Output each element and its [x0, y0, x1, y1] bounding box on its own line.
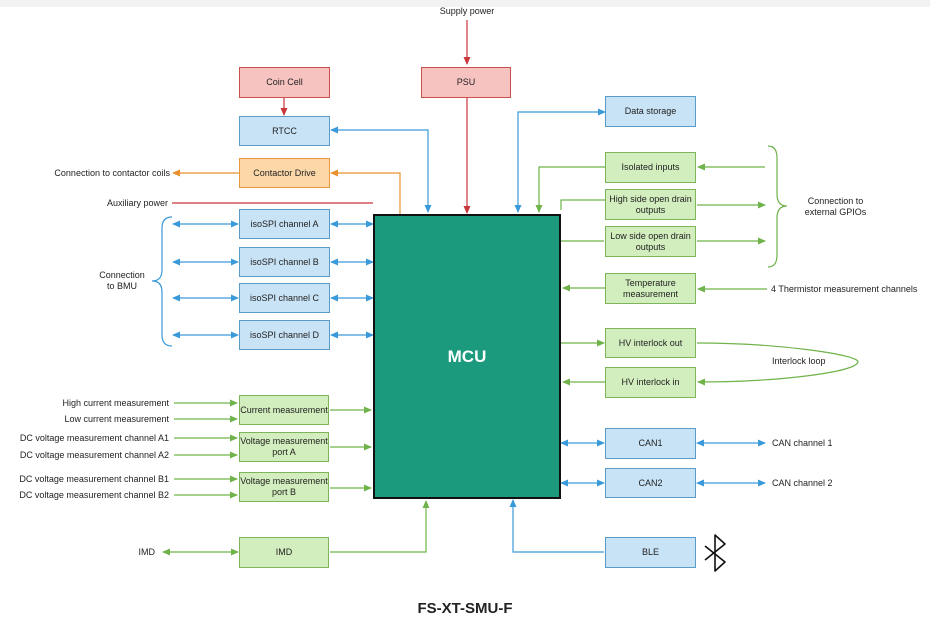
high-current-label: High current measurement [62, 398, 169, 408]
bluetooth-icon [704, 534, 726, 572]
isolated-inputs-block: Isolated inputs [605, 152, 696, 183]
data-storage-block: Data storage [605, 96, 696, 127]
temperature-measurement-block: Temperature measurement [605, 273, 696, 304]
low-side-outputs-block: Low side open drain outputs [605, 226, 696, 257]
dc-b2-label: DC voltage measurement channel B2 [19, 490, 169, 500]
dc-a2-label: DC voltage measurement channel A2 [19, 450, 169, 460]
isospi-channel-c-block: isoSPI channel C [239, 283, 330, 313]
external-gpios-label: Connection to external GPIOs [804, 196, 867, 217]
isospi-channel-b-block: isoSPI channel B [239, 247, 330, 277]
dc-a1-label: DC voltage measurement channel A1 [19, 433, 169, 443]
coin-cell-block: Coin Cell [239, 67, 330, 98]
isospi-channel-d-block: isoSPI channel D [239, 320, 330, 350]
hv-interlock-out-block: HV interlock out [605, 328, 696, 358]
low-current-label: Low current measurement [64, 414, 169, 424]
rtcc-block: RTCC [239, 116, 330, 146]
mcu-block: MCU [373, 214, 561, 499]
thermistor-label: 4 Thermistor measurement channels [771, 284, 918, 294]
connection-bmu-label: Connection to BMU [99, 270, 145, 291]
can-channel-2-label: CAN channel 2 [772, 478, 833, 488]
hv-interlock-in-block: HV interlock in [605, 367, 696, 398]
voltage-port-a-block: Voltage measurement port A [239, 432, 329, 462]
diagram-title: FS-XT-SMU-F [417, 600, 513, 617]
ble-block: BLE [605, 537, 696, 568]
contactor-drive-block: Contactor Drive [239, 158, 330, 188]
auxiliary-power-label: Auxiliary power [106, 198, 168, 208]
dc-b1-label: DC voltage measurement channel B1 [19, 474, 169, 484]
interlock-loop-label: Interlock loop [772, 356, 826, 366]
can-channel-1-label: CAN channel 1 [772, 438, 833, 448]
psu-block: PSU [421, 67, 511, 98]
can2-block: CAN2 [605, 468, 696, 498]
voltage-port-b-block: Voltage measurement port B [239, 472, 329, 502]
current-measurement-block: Current measurement [239, 395, 329, 425]
isospi-channel-a-block: isoSPI channel A [239, 209, 330, 239]
imd-block: IMD [239, 537, 329, 568]
supply-power-label: Supply power [439, 6, 495, 16]
contactor-coils-label: Connection to contactor coils [54, 168, 170, 178]
can1-block: CAN1 [605, 428, 696, 459]
top-bar [0, 0, 930, 7]
imd-external-label: IMD [138, 547, 156, 557]
high-side-outputs-block: High side open drain outputs [605, 189, 696, 220]
